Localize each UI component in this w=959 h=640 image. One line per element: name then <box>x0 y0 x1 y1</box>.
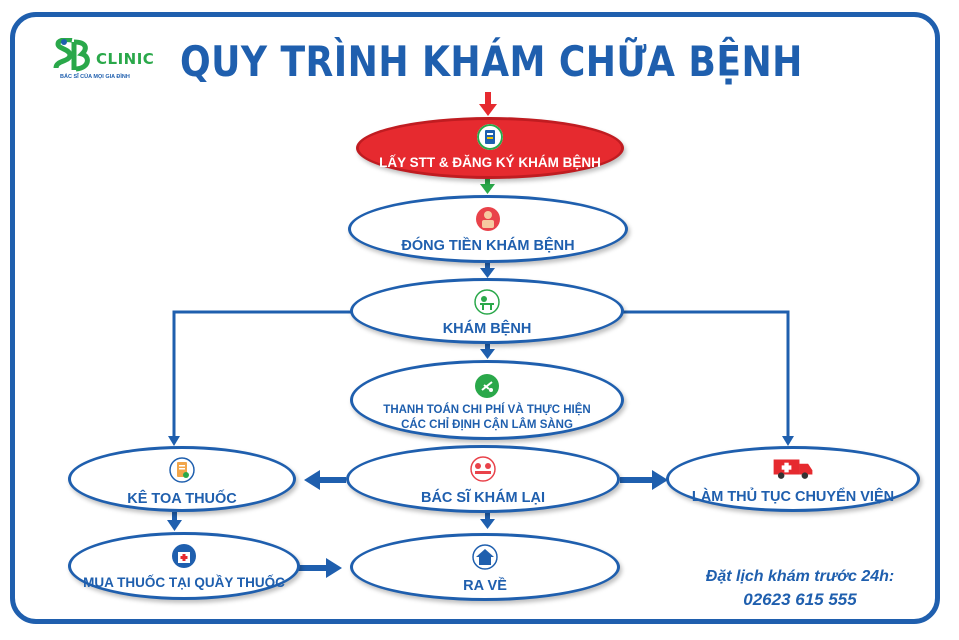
ambulance-icon <box>773 459 813 479</box>
step-reexam-label: BÁC SĨ KHÁM LẠI <box>420 490 546 506</box>
arrow-register-to-pay <box>480 177 495 194</box>
booking-phone: 02623 615 555 <box>743 590 857 609</box>
arrow-prescribe-to-buy <box>167 512 182 531</box>
doctor-desk-icon <box>474 289 500 315</box>
step-tests-label-line1: THANH TOÁN CHI PHÍ VÀ THỰC HIỆN <box>383 404 591 416</box>
house-icon <box>472 544 498 570</box>
step-prescribe: KÊ TOA THUỐC <box>68 446 296 512</box>
lab-test-icon <box>475 374 499 398</box>
arrow-reexam-to-transfer <box>620 470 668 490</box>
arrow-reexam-to-discharge <box>480 512 495 529</box>
step-transfer: LÀM THỦ TỤC CHUYỂN VIỆN <box>666 446 920 512</box>
step-transfer-label: LÀM THỦ TỤC CHUYỂN VIỆN <box>691 489 895 505</box>
booking-text: Đặt lịch khám trước 24h: <box>705 568 895 585</box>
prescription-icon <box>169 457 195 483</box>
step-buy-label: MUA THUỐC TẠI QUẦY THUỐC <box>83 575 285 590</box>
step-tests: THANH TOÁN CHI PHÍ VÀ THỰC HIỆN CÁC CHỈ … <box>350 360 624 440</box>
step-exam: KHÁM BỆNH <box>350 278 624 344</box>
pharmacy-icon <box>172 544 196 568</box>
step-prescribe-label: KÊ TOA THUỐC <box>127 491 237 507</box>
step-register-label: LẤY STT & ĐĂNG KÝ KHÁM BỆNH <box>379 155 601 170</box>
step-discharge-label: RA VỀ <box>463 578 507 594</box>
step-discharge: RA VỀ <box>350 533 620 601</box>
booking-info: Đặt lịch khám trước 24h: 02623 615 555 <box>680 568 920 610</box>
arrow-reexam-to-prescribe <box>304 470 346 490</box>
step-tests-label-line2: CÁC CHỈ ĐỊNH CẬN LÂM SÀNG <box>401 419 573 431</box>
step-exam-label: KHÁM BỆNH <box>442 321 532 337</box>
arrow-exam-to-prescribe <box>168 310 352 446</box>
step-reexam: BÁC SĨ KHÁM LẠI <box>346 445 620 513</box>
logo-tagline: BÁC SĨ CỦA MỌI GIA ĐÌNH <box>60 74 130 80</box>
consultation-icon <box>470 456 496 482</box>
step-pay-label: ĐÓNG TIỀN KHÁM BỆNH <box>401 238 575 254</box>
arrow-exam-to-tests <box>480 343 495 359</box>
clinic-logo: CLINIC BÁC SĨ CỦA MỌI GIA ĐÌNH <box>52 38 162 84</box>
arrow-buy-to-discharge <box>298 558 342 578</box>
step-buy: MUA THUỐC TẠI QUẦY THUỐC <box>68 532 300 600</box>
arrow-exam-to-transfer <box>622 310 794 446</box>
entry-arrow <box>479 92 497 116</box>
step-register: LẤY STT & ĐĂNG KÝ KHÁM BỆNH <box>356 117 624 179</box>
arrow-pay-to-exam <box>480 262 495 278</box>
logo-brand: CLINIC <box>96 50 155 68</box>
ticket-icon <box>477 124 503 150</box>
caduceus-logo-icon <box>53 38 90 72</box>
step-pay: ĐÓNG TIỀN KHÁM BỆNH <box>348 195 628 263</box>
page-title: QUY TRÌNH KHÁM CHỮA BỆNH <box>180 37 803 86</box>
cashier-icon <box>476 207 500 231</box>
